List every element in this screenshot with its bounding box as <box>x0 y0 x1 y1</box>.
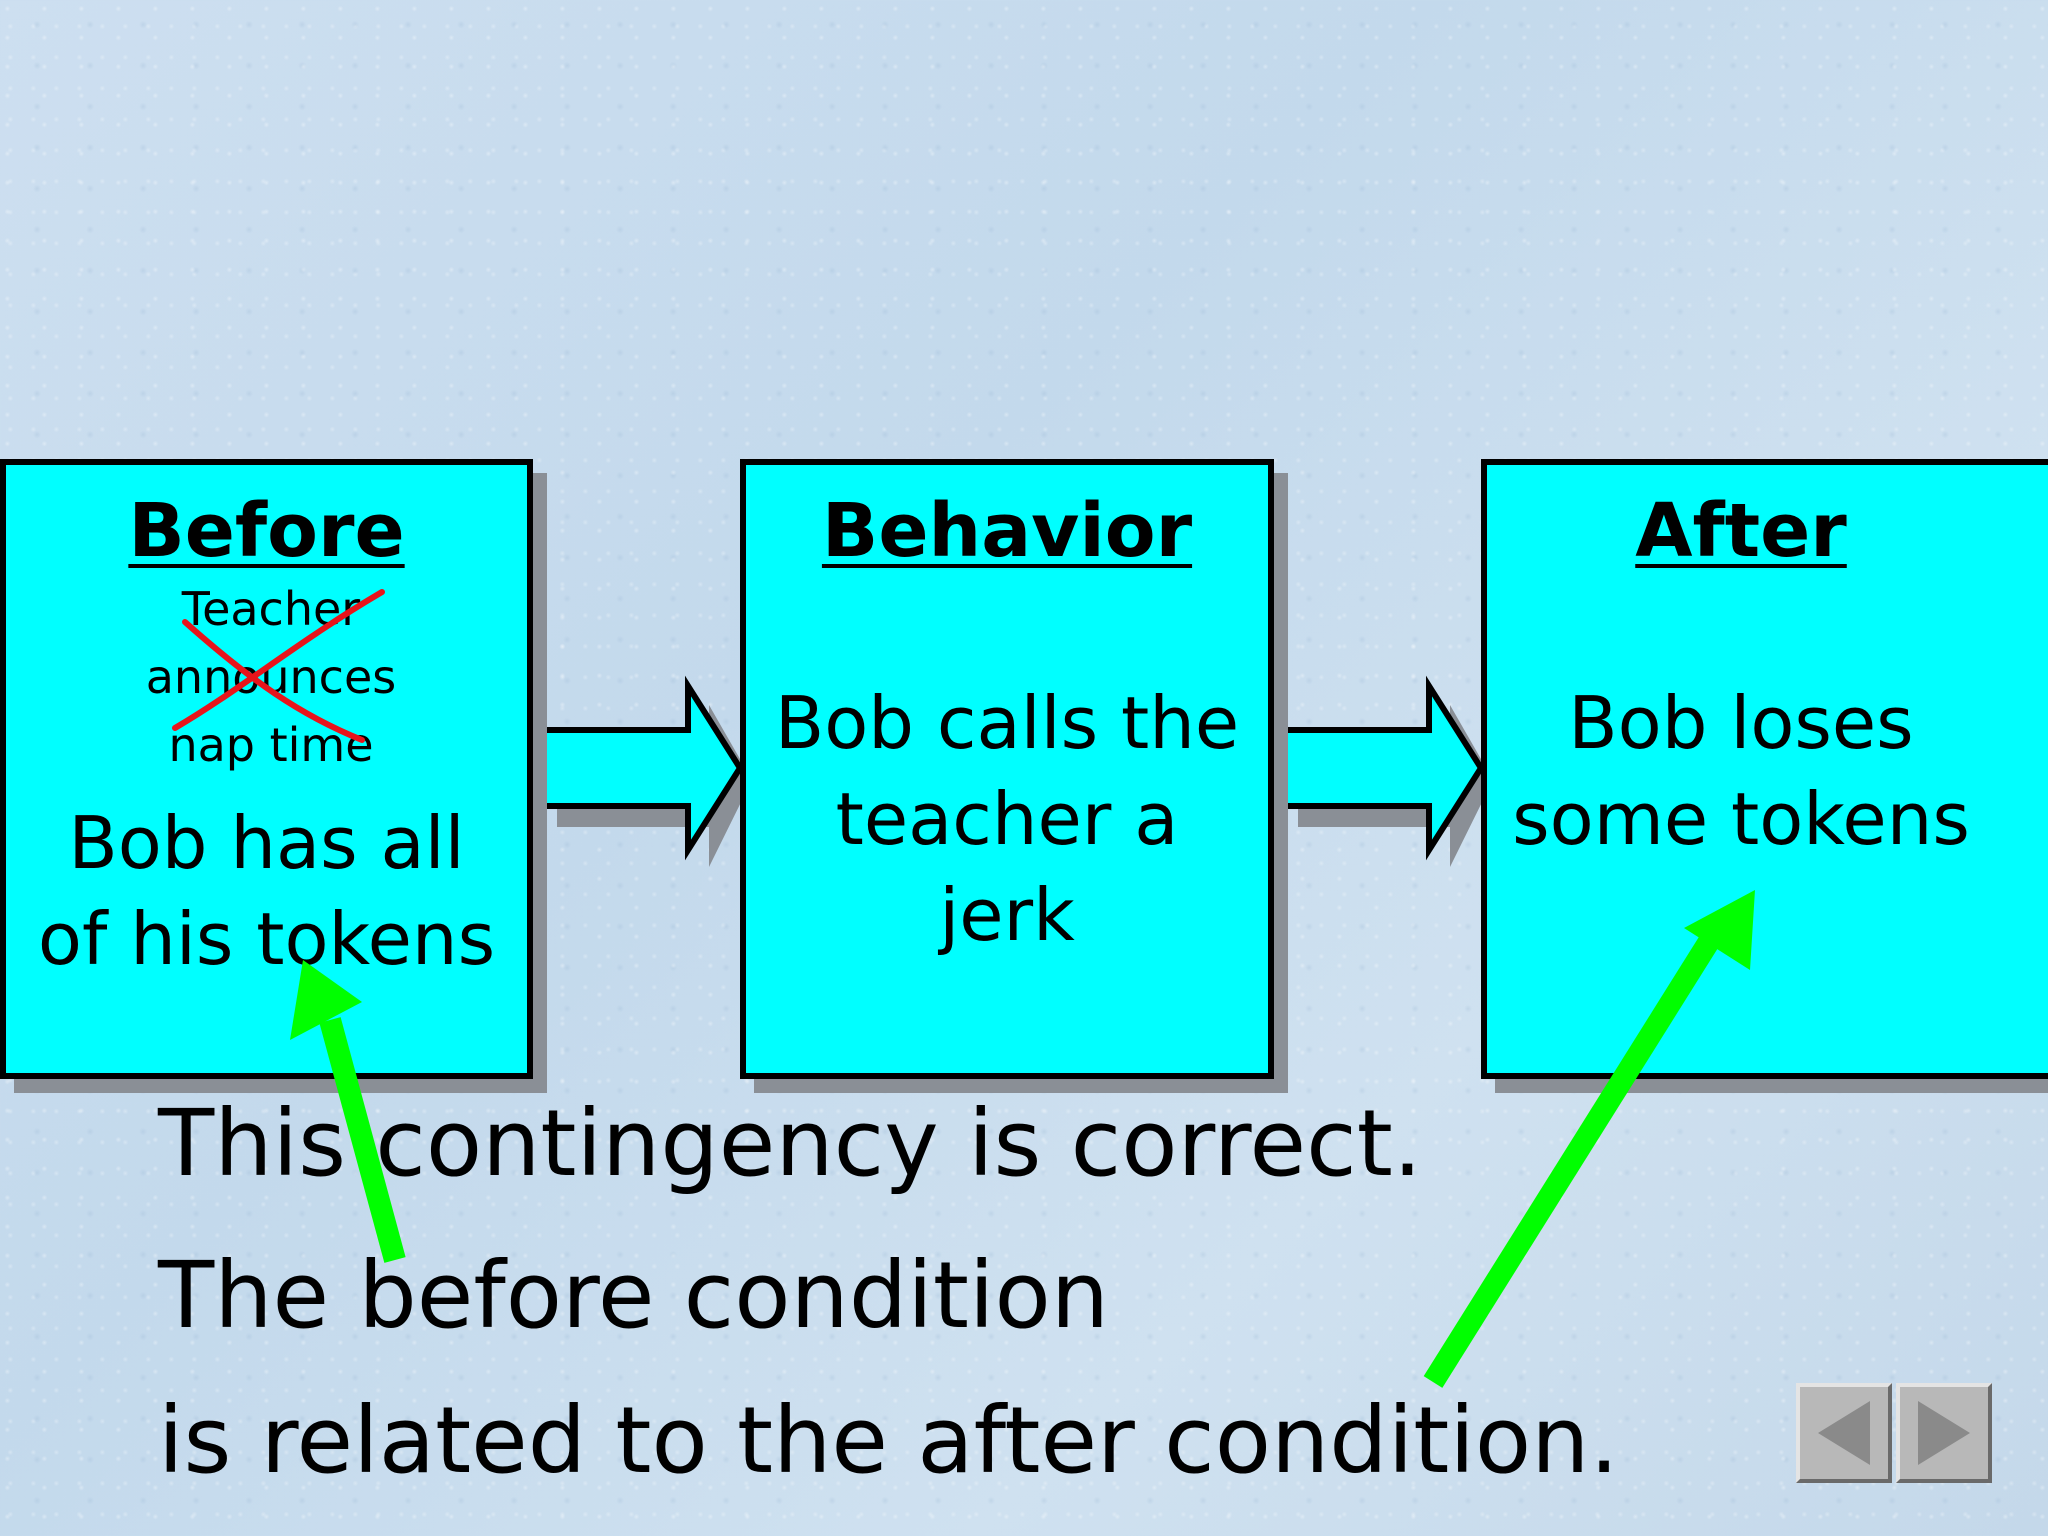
before-title: Before <box>128 488 405 574</box>
behavior-text: Bob calls the teacher a jerk <box>746 675 1268 963</box>
previous-slide-button[interactable] <box>1796 1383 1892 1483</box>
crossed-out-line: Teacher <box>181 582 361 636</box>
behavior-text-line: jerk <box>939 873 1075 957</box>
before-text-line: Bob has all <box>68 801 465 885</box>
caption-line-1: This contingency is correct. <box>158 1090 1423 1197</box>
before-condition-text: Bob has all of his tokens <box>6 795 527 987</box>
behavior-text-line: Bob calls the <box>774 681 1240 765</box>
after-box: After Bob loses some tokens <box>1481 459 2048 1079</box>
triangle-right-icon <box>1918 1401 1970 1465</box>
after-title: After <box>1635 488 1847 574</box>
after-text-line: Bob loses <box>1568 681 1914 765</box>
after-text-line: some tokens <box>1512 777 1970 861</box>
next-slide-button[interactable] <box>1896 1383 1992 1483</box>
behavior-text-line: teacher a <box>835 777 1179 861</box>
after-condition-text: Bob loses some tokens <box>1487 675 1995 867</box>
crossed-out-line: announces <box>145 650 397 704</box>
before-box: Before Teacher announces nap time Bob ha… <box>0 459 533 1079</box>
crossed-out-text: Teacher announces nap time <box>116 575 426 779</box>
caption-line-2: The before condition <box>158 1242 1110 1349</box>
caption-line-3: is related to the after condition. <box>158 1387 1619 1494</box>
behavior-title: Behavior <box>821 488 1193 574</box>
triangle-left-icon <box>1818 1401 1870 1465</box>
crossed-out-line: nap time <box>168 718 374 772</box>
behavior-box: Behavior Bob calls the teacher a jerk <box>740 459 1274 1079</box>
before-text-line: of his tokens <box>37 897 496 981</box>
